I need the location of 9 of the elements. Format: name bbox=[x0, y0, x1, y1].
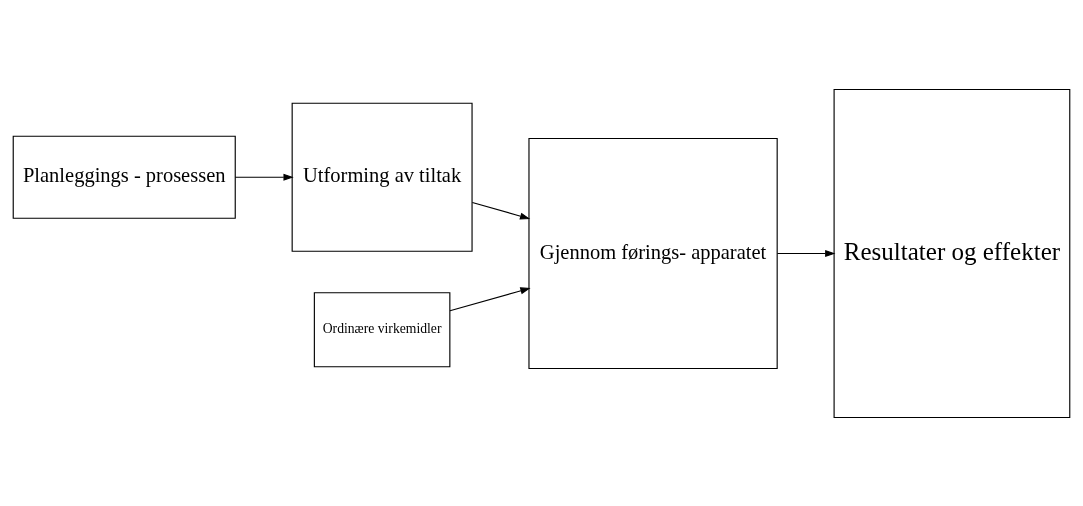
arrow bbox=[234, 173, 294, 181]
node-box: Utforming av tiltak bbox=[291, 102, 473, 252]
arrow bbox=[449, 286, 531, 311]
arrow bbox=[776, 249, 836, 257]
node-box: Planleggings - prosessen bbox=[12, 135, 236, 219]
node-box: Ordinære virkemidler bbox=[313, 291, 451, 367]
node-box: Gjennom førings- apparatet bbox=[528, 137, 778, 369]
arrow bbox=[471, 201, 531, 220]
node-box: Resultater og effekter bbox=[833, 88, 1071, 418]
